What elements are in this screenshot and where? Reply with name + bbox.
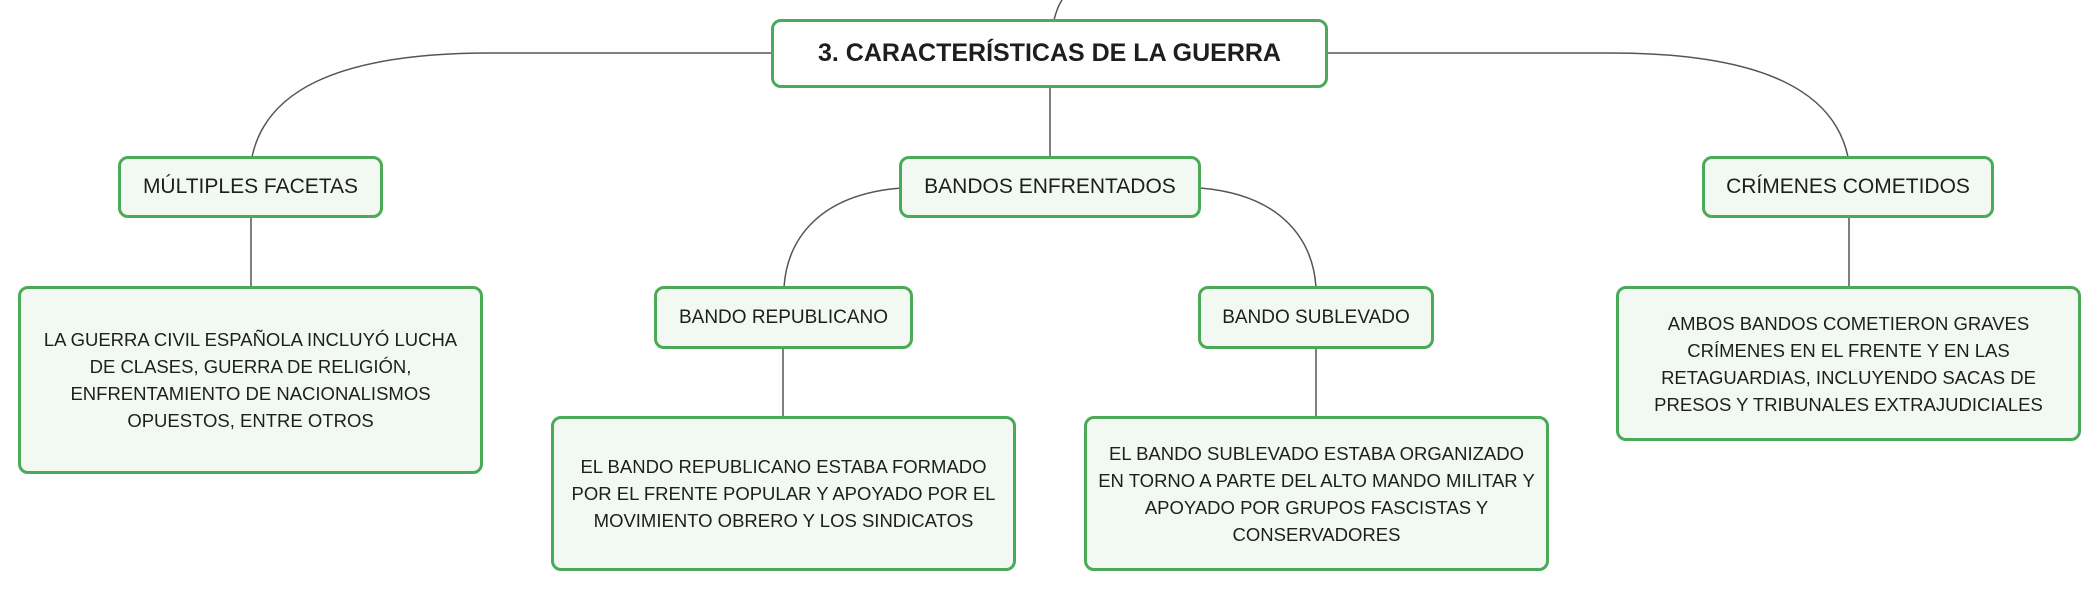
topic-node-bandos-enfrentados[interactable]: BANDOS ENFRENTADOS xyxy=(899,156,1201,218)
connector-root-parent xyxy=(1053,0,1063,21)
root-node[interactable]: 3. CARACTERÍSTICAS DE LA GUERRA xyxy=(771,19,1328,88)
detail-text: EL BANDO SUBLEVADO ESTABA ORGANIZADO EN … xyxy=(1098,442,1535,545)
detail-node-bando-republicano[interactable]: EL BANDO REPUBLICANO ESTABA FORMADO POR … xyxy=(551,416,1016,571)
detail-text: AMBOS BANDOS COMETIERON GRAVES CRÍMENES … xyxy=(1654,312,2043,415)
detail-node-crimenes-cometidos[interactable]: AMBOS BANDOS COMETIERON GRAVES CRÍMENES … xyxy=(1616,286,2081,441)
connector-bandos-republicano xyxy=(783,187,902,288)
topic-node-crimenes-cometidos[interactable]: CRÍMENES COMETIDOS xyxy=(1702,156,1994,218)
subtopic-node-bando-sublevado[interactable]: BANDO SUBLEVADO xyxy=(1198,286,1434,349)
connector-bandos-sublevado xyxy=(1199,187,1317,288)
topic-label: BANDOS ENFRENTADOS xyxy=(924,175,1176,198)
topic-label: MÚLTIPLES FACETAS xyxy=(142,175,359,198)
connector-root-crimenes xyxy=(1328,52,1849,158)
subtopic-node-bando-republicano[interactable]: BANDO REPUBLICANO xyxy=(654,286,913,349)
topic-label: CRÍMENES COMETIDOS xyxy=(1726,175,1970,198)
detail-node-bando-sublevado[interactable]: EL BANDO SUBLEVADO ESTABA ORGANIZADO EN … xyxy=(1084,416,1549,571)
connector-root-facetas xyxy=(251,52,773,158)
detail-node-multiples-facetas[interactable]: LA GUERRA CIVIL ESPAÑOLA INCLUYÓ LUCHA D… xyxy=(18,286,483,474)
topic-node-multiples-facetas[interactable]: MÚLTIPLES FACETAS xyxy=(118,156,383,218)
root-label: 3. CARACTERÍSTICAS DE LA GUERRA xyxy=(818,39,1281,67)
subtopic-label: BANDO SUBLEVADO xyxy=(1222,306,1410,328)
detail-text: EL BANDO REPUBLICANO ESTABA FORMADO POR … xyxy=(571,456,996,531)
subtopic-label: BANDO REPUBLICANO xyxy=(678,306,889,328)
detail-text: LA GUERRA CIVIL ESPAÑOLA INCLUYÓ LUCHA D… xyxy=(43,329,458,431)
